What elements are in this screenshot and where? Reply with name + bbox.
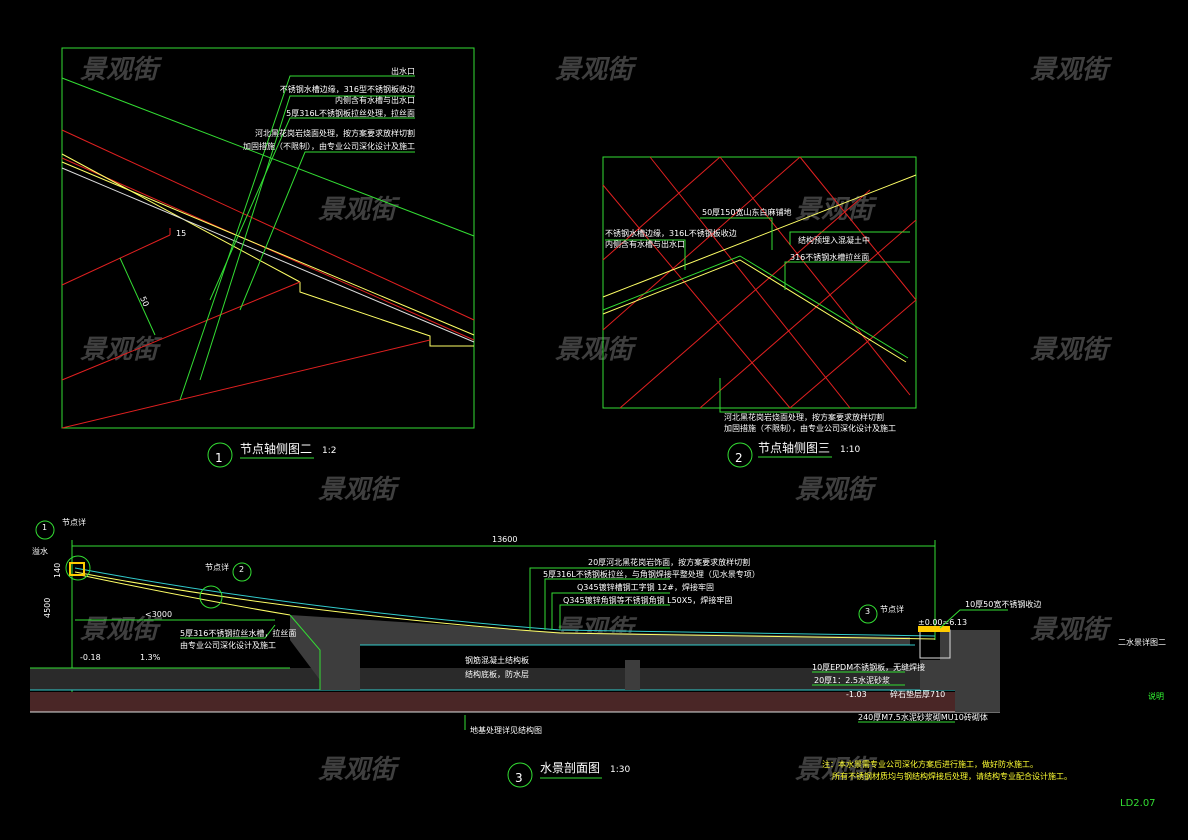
view-number: 1: [215, 451, 223, 465]
note-line: 注：本水景需专业公司深化方案后进行施工，做好防水施工。: [822, 759, 1038, 769]
leader-label: 10厚50宽不锈钢收边: [965, 599, 1041, 609]
watermark: 景观街: [318, 755, 401, 785]
view-number-circle: [207, 442, 233, 468]
leader-label: 加固措施（不限制），由专业公司深化设计及施工: [724, 423, 896, 433]
leader-label: 不锈钢水槽边缘，316型不锈钢板收边: [280, 84, 415, 94]
watermarks: 景观街 景观街 景观街 景观街 景观街 景观街 景观街 景观街 景观街 景观街 …: [80, 55, 1113, 785]
soil-layer: [30, 668, 1000, 690]
leader-label: 5厚316L不锈钢板拉丝处理，拉丝面: [286, 108, 415, 118]
view-number: 2: [735, 451, 743, 465]
watermark: 景观街: [795, 195, 878, 225]
leader-label: 结构预埋入混凝土中: [798, 235, 870, 245]
view2-frame: [602, 156, 917, 409]
overflow-label: 溢水: [32, 546, 48, 556]
leader-label: Q345镀锌槽钢工字钢 12#，焊接牢固: [577, 582, 714, 592]
leader-label: 地基处理详见结构图: [470, 725, 542, 735]
watermark: 景观街: [1030, 615, 1113, 645]
leader-label: 316不锈钢水槽拉丝面: [790, 252, 869, 262]
leader-label: 河北黑花岗岩烧面处理，按方案要求放样切割: [724, 412, 884, 422]
view-number-circle: [507, 762, 533, 788]
view-scale: 1:2: [322, 446, 336, 456]
watermark: 景观街: [795, 755, 878, 785]
callout-number: 2: [239, 565, 244, 574]
leader-label: 碎石垫层厚710: [890, 689, 945, 699]
leader-label: 内侧含有水槽与出水口: [335, 95, 415, 105]
dimension-label: 15: [176, 229, 186, 238]
watermark: 景观街: [318, 475, 401, 505]
sheet-side-title: 二水景详图二: [1118, 637, 1166, 647]
leader-label: 10厚EPDM不锈钢板，无缝焊接: [812, 662, 925, 672]
leader-label: 加固措施（不限制），由专业公司深化设计及施工: [243, 141, 415, 151]
leader-label: 20厚1：2.5水泥砂浆: [814, 675, 890, 685]
leader-label: 内侧含有水槽与出水口: [605, 239, 685, 249]
view-title: 节点轴侧图二: [240, 441, 312, 456]
slope-dimension: <3000: [145, 610, 172, 619]
leader-label: 钢筋混凝土结构板: [465, 655, 529, 665]
height-dimension: 4500: [43, 598, 52, 618]
callout-label: 节点详: [880, 604, 904, 614]
watermark: 景观街: [1030, 335, 1113, 365]
elevation-label: -1.03: [846, 690, 867, 699]
sheet-side-note: 说明: [1148, 691, 1164, 701]
elevation-label: -0.18: [80, 653, 101, 662]
view-title: 水景剖面图: [540, 761, 600, 775]
view-scale: 1:30: [610, 765, 630, 775]
detail-view-2: 50厚150宽山东白麻铺地 不锈钢水槽边缘，316L不锈钢板收边 内侧含有水槽与…: [602, 156, 917, 468]
leader-label: 由专业公司深化设计及施工: [180, 640, 276, 650]
leader-label: 240厚M7.5水泥砂浆砌MU10砖砌体: [858, 712, 988, 722]
callout-number: 3: [865, 607, 870, 616]
callout-number: 1: [42, 523, 47, 532]
section-view-3: 13600 <3000 4500 140 溢水 -0.18 1.3% 1 节点详…: [30, 517, 1072, 788]
callout-label: 节点详: [62, 517, 86, 527]
detail-view-1: 50 15 出水口 不锈钢水槽边缘，316型不锈钢板收边 内侧含有水槽与出水口 …: [61, 47, 475, 468]
overall-dimension: 13600: [492, 535, 517, 544]
base-layer: [30, 692, 1000, 712]
watermark: 景观街: [555, 335, 638, 365]
callout-label: 节点详: [205, 562, 229, 572]
leader-label: 20厚河北黑花岗岩饰面，按方案要求放样切割: [588, 557, 750, 567]
watermark: 景观街: [795, 475, 878, 505]
leader-label: 不锈钢水槽边缘，316L不锈钢板收边: [605, 228, 737, 238]
leader-label: 河北黑花岗岩烧面处理，按方案要求放样切割: [255, 128, 415, 138]
leader-label: 5厚316L不锈钢板拉丝，与角钢焊接平整处理（见水景专项）: [543, 569, 760, 579]
slope-label: 1.3%: [140, 653, 161, 662]
watermark: 景观街: [80, 335, 163, 365]
top-drain: [69, 562, 85, 576]
note-line: 所有不锈钢材质均与钢结构焊接后处理，请结构专业配合设计施工。: [832, 771, 1072, 781]
leader-label: 出水口: [391, 66, 415, 76]
sheet-number: LD2.07: [1120, 798, 1156, 809]
view1-frame: [61, 47, 475, 429]
view-number-circle: [727, 442, 753, 468]
slope-surface: [74, 567, 936, 637]
view-number: 3: [515, 771, 523, 785]
elevation-label: ±0.00=6.13: [918, 618, 967, 627]
watermark: 景观街: [318, 195, 401, 225]
small-dimension: 140: [53, 563, 62, 578]
leader-label: Q345镀锌角钢等不锈钢角钢 L50X5，焊接牢固: [563, 595, 732, 605]
watermark: 景观街: [80, 55, 163, 85]
dimension-label: 50: [138, 295, 150, 308]
watermark: 景观街: [555, 55, 638, 85]
leader-label: 50厚150宽山东白麻铺地: [702, 207, 791, 217]
watermark: 景观街: [1030, 55, 1113, 85]
leader-label: 结构底板，防水层: [465, 669, 529, 679]
leader-label: 5厚316不锈钢拉丝水槽，拉丝面: [180, 628, 296, 638]
view-title: 节点轴侧图三: [758, 440, 830, 455]
view-scale: 1:10: [840, 445, 860, 455]
